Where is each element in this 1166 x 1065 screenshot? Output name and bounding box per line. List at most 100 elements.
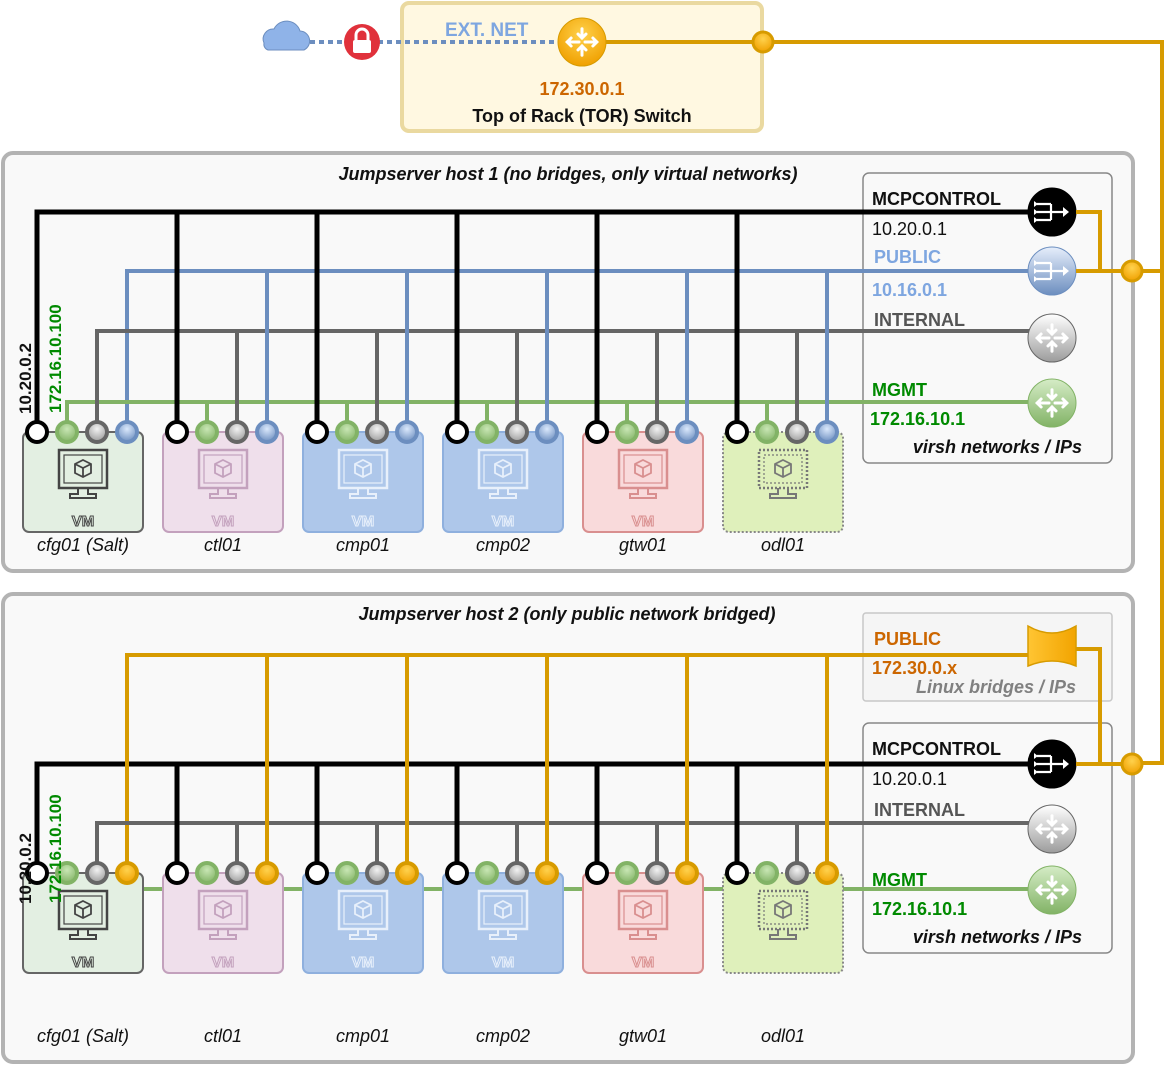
vm-name-label: cmp02	[476, 1026, 530, 1046]
internal-router-icon	[1027, 313, 1077, 363]
vm-badge: VM	[492, 954, 515, 971]
mcpcontrol-port[interactable]	[25, 420, 49, 444]
vm-badge: VM	[492, 513, 515, 530]
public-bus	[125, 269, 1052, 432]
uplink	[1076, 647, 1102, 764]
public-port[interactable]	[535, 861, 559, 885]
vm-badge: VM	[632, 513, 655, 530]
public-port[interactable]	[675, 420, 699, 444]
public-port[interactable]	[255, 861, 279, 885]
public-port[interactable]	[255, 420, 279, 444]
vm-name-label: gtw01	[619, 535, 667, 555]
internal-port[interactable]	[85, 861, 109, 885]
vm-node-gtw01[interactable]: VM	[582, 420, 704, 533]
host1-net-public-ip: 10.16.0.1	[872, 280, 947, 300]
mgmt-port[interactable]	[55, 420, 79, 444]
public-port[interactable]	[395, 420, 419, 444]
host1-title: Jumpserver host 1 (no bridges, only virt…	[338, 164, 797, 184]
mgmt-port[interactable]	[475, 861, 499, 885]
mcpcontrol-port[interactable]	[445, 861, 469, 885]
vm-monitor-icon	[757, 889, 809, 940]
mgmt-port[interactable]	[615, 420, 639, 444]
mgmt-port[interactable]	[335, 861, 359, 885]
mcpcontrol-port[interactable]	[445, 420, 469, 444]
vm-monitor-icon	[617, 889, 669, 940]
mgmt-port[interactable]	[195, 861, 219, 885]
internal-port[interactable]	[645, 861, 669, 885]
mcpcontrol-port[interactable]	[25, 861, 49, 885]
internal-router-icon	[1027, 804, 1077, 854]
mcpcontrol-port[interactable]	[305, 861, 329, 885]
mcpcontrol-bus	[34, 209, 1052, 432]
vm-name-label: cmp01	[336, 535, 390, 555]
vm-badge: VM	[72, 954, 95, 971]
internal-port[interactable]	[365, 861, 389, 885]
public-port[interactable]	[115, 420, 139, 444]
mcpcontrol-port[interactable]	[725, 861, 749, 885]
public-port[interactable]	[395, 861, 419, 885]
internal-port[interactable]	[225, 420, 249, 444]
vm-monitor-icon	[617, 448, 669, 499]
mcpcontrol-port[interactable]	[585, 861, 609, 885]
mgmt-port[interactable]	[755, 861, 779, 885]
host2-container	[1, 592, 1135, 1064]
internal-port[interactable]	[225, 861, 249, 885]
public-port[interactable]	[815, 861, 839, 885]
vm-name-label: odl01	[761, 535, 805, 555]
public-port[interactable]	[815, 420, 839, 444]
internal-port[interactable]	[85, 420, 109, 444]
mcpcontrol-bus	[34, 761, 1052, 873]
mgmt-port[interactable]	[755, 420, 779, 444]
vm-node-odl01[interactable]	[722, 861, 844, 974]
vm-node-gtw01[interactable]: VM	[582, 861, 704, 974]
host1-cfg-ip-mgmt: 172.16.10.100	[46, 304, 65, 413]
public-switch-icon	[1027, 246, 1077, 296]
mgmt-router-icon	[1027, 865, 1077, 915]
internal-port[interactable]	[505, 420, 529, 444]
public-port[interactable]	[535, 420, 559, 444]
host2-net-mcpcontrol-name: MCPCONTROL	[872, 739, 1001, 759]
internal-port[interactable]	[785, 861, 809, 885]
vm-node-ctl01[interactable]: VM	[162, 420, 284, 533]
internal-port[interactable]	[645, 420, 669, 444]
vm-node-cfg01[interactable]: VM	[22, 861, 144, 974]
vm-name-label: gtw01	[619, 1026, 667, 1046]
mcpcontrol-port[interactable]	[305, 420, 329, 444]
vm-monitor-icon	[757, 448, 809, 499]
public-bus	[125, 653, 1040, 873]
mgmt-port[interactable]	[475, 420, 499, 444]
public-port[interactable]	[675, 861, 699, 885]
vm-node-cmp02[interactable]: VM	[442, 861, 564, 974]
vm-monitor-icon	[337, 448, 389, 499]
mgmt-port[interactable]	[615, 861, 639, 885]
host2-net-mcpcontrol-ip: 10.20.0.1	[872, 769, 947, 789]
internal-port[interactable]	[365, 420, 389, 444]
vm-node-ctl01[interactable]: VM	[162, 861, 284, 974]
vm-badge: VM	[212, 954, 235, 971]
mgmt-port[interactable]	[55, 861, 79, 885]
internal-port[interactable]	[785, 420, 809, 444]
vm-node-cmp01[interactable]: VM	[302, 861, 424, 974]
mcpcontrol-port[interactable]	[165, 420, 189, 444]
vm-monitor-icon	[197, 448, 249, 499]
vm-name-label: ctl01	[204, 1026, 242, 1046]
mcpcontrol-port[interactable]	[725, 420, 749, 444]
mgmt-port[interactable]	[195, 420, 219, 444]
vm-node-odl01[interactable]	[722, 420, 844, 533]
vm-node-cmp01[interactable]: VM	[302, 420, 424, 533]
host1-net-mcpcontrol-ip: 10.20.0.1	[872, 219, 947, 239]
host2-title: Jumpserver host 2 (only public network b…	[358, 604, 775, 624]
mcpcontrol-switch-icon	[1027, 187, 1077, 237]
uplink	[1076, 210, 1102, 271]
vm-node-cfg01[interactable]: VM	[22, 420, 144, 533]
internal-port[interactable]	[505, 861, 529, 885]
junction-dot	[1120, 752, 1144, 776]
vm-name-label: cmp01	[336, 1026, 390, 1046]
vm-node-cmp02[interactable]: VM	[442, 420, 564, 533]
mcpcontrol-port[interactable]	[165, 861, 189, 885]
mcpcontrol-port[interactable]	[585, 420, 609, 444]
public-port[interactable]	[115, 861, 139, 885]
mgmt-port[interactable]	[335, 420, 359, 444]
host2-bridge-public-ip: 172.30.0.x	[872, 658, 957, 678]
